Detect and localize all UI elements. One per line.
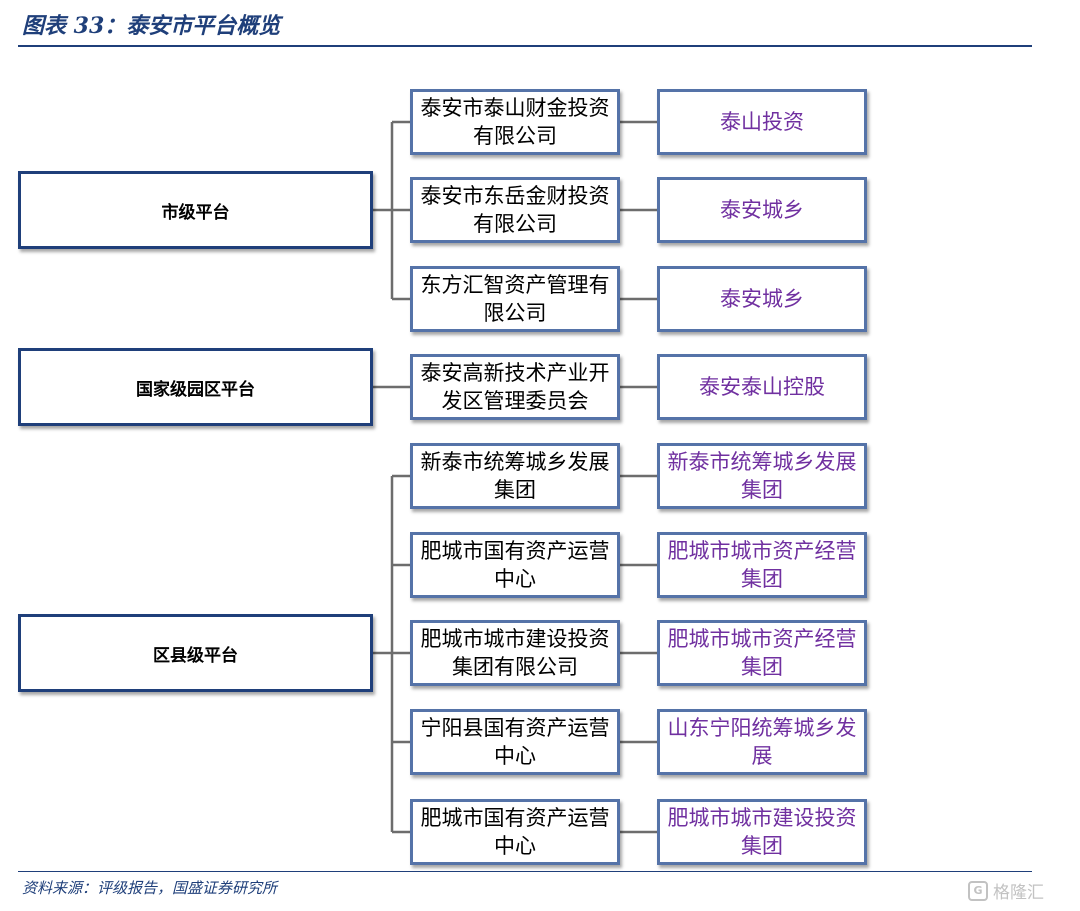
title-divider	[18, 45, 1032, 47]
platform-box: 泰安城乡	[657, 266, 867, 332]
platform-box: 山东宁阳统筹城乡发展	[657, 709, 867, 775]
level-box-county: 区县级平台	[18, 614, 373, 692]
entity-box: 泰安高新技术产业开发区管理委员会	[410, 354, 620, 420]
level-label: 区县级平台	[153, 645, 238, 666]
platform-label: 泰安城乡	[720, 198, 804, 222]
entity-label: 东方汇智资产管理有限公司	[420, 273, 610, 325]
platform-box: 泰山投资	[657, 89, 867, 155]
entity-label: 泰安市泰山财金投资有限公司	[420, 96, 610, 148]
source-note: 资料来源：评级报告，国盛证券研究所	[22, 879, 278, 897]
platform-box: 新泰市统筹城乡发展集团	[657, 443, 867, 509]
platform-label: 新泰市统筹城乡发展集团	[667, 450, 857, 502]
level-label: 国家级园区平台	[136, 379, 255, 400]
platform-label: 山东宁阳统筹城乡发展	[667, 716, 857, 768]
entity-label: 肥城市城市建设投资集团有限公司	[420, 627, 610, 679]
entity-box: 东方汇智资产管理有限公司	[410, 266, 620, 332]
platform-label: 肥城市城市资产经营集团	[667, 627, 857, 679]
entity-box: 新泰市统筹城乡发展集团	[410, 443, 620, 509]
platform-box: 肥城市城市建设投资集团	[657, 799, 867, 865]
watermark-logo-icon: G	[968, 880, 988, 901]
entity-label: 肥城市国有资产运营中心	[420, 806, 610, 858]
platform-box: 泰安泰山控股	[657, 354, 867, 420]
entity-label: 泰安市东岳金财投资有限公司	[420, 184, 610, 236]
platform-box: 肥城市城市资产经营集团	[657, 620, 867, 686]
entity-box: 肥城市国有资产运营中心	[410, 799, 620, 865]
platform-box: 肥城市城市资产经营集团	[657, 532, 867, 598]
watermark: G 格隆汇	[968, 878, 1044, 903]
platform-label: 泰安泰山控股	[699, 375, 825, 399]
level-box-national-park: 国家级园区平台	[18, 348, 373, 426]
entity-box: 泰安市东岳金财投资有限公司	[410, 177, 620, 243]
entity-box: 肥城市国有资产运营中心	[410, 532, 620, 598]
entity-box: 宁阳县国有资产运营中心	[410, 709, 620, 775]
platform-box: 泰安城乡	[657, 177, 867, 243]
watermark-text: 格隆汇	[993, 883, 1044, 903]
figure-title: 图表 33：泰安市平台概览	[22, 13, 281, 39]
entity-label: 肥城市国有资产运营中心	[420, 539, 610, 591]
platform-label: 泰山投资	[720, 110, 804, 134]
entity-box: 泰安市泰山财金投资有限公司	[410, 89, 620, 155]
entity-label: 宁阳县国有资产运营中心	[420, 716, 610, 768]
entity-label: 泰安高新技术产业开发区管理委员会	[420, 361, 610, 413]
footer-divider	[18, 871, 1032, 872]
entity-label: 新泰市统筹城乡发展集团	[420, 450, 610, 502]
level-label: 市级平台	[161, 202, 230, 223]
platform-label: 泰安城乡	[720, 287, 804, 311]
level-box-city: 市级平台	[18, 171, 373, 249]
platform-label: 肥城市城市资产经营集团	[667, 539, 857, 591]
platform-label: 肥城市城市建设投资集团	[667, 806, 857, 858]
entity-box: 肥城市城市建设投资集团有限公司	[410, 620, 620, 686]
